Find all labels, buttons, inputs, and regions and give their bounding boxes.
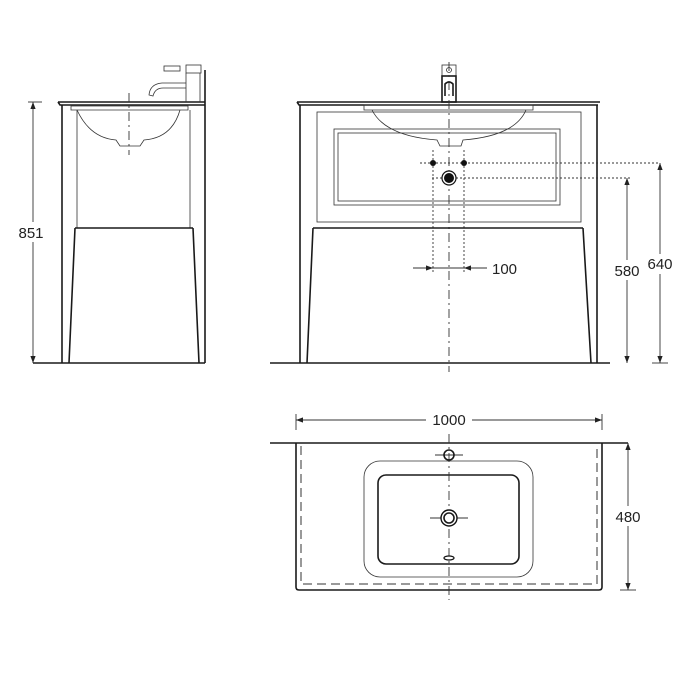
faucet-side bbox=[148, 64, 202, 102]
side-view: 851 bbox=[14, 64, 206, 364]
tap-hole bbox=[443, 449, 455, 461]
dim-height-label: 851 bbox=[18, 225, 43, 242]
supply-hole-right bbox=[461, 160, 467, 166]
overflow bbox=[443, 555, 455, 561]
basin-bowl bbox=[76, 109, 181, 147]
drawer-inset bbox=[333, 128, 561, 206]
plan-basin-inner bbox=[377, 474, 520, 565]
dim-tap-spacing-label: 100 bbox=[492, 261, 517, 278]
plan-cabinet-hidden bbox=[300, 446, 598, 585]
cabinet-outline bbox=[61, 70, 206, 363]
countertop bbox=[57, 101, 205, 106]
dim-depth-label: 480 bbox=[615, 509, 640, 526]
supply-hole-left bbox=[430, 160, 436, 166]
dim-supply-label: 640 bbox=[647, 256, 672, 273]
basin-rim-front bbox=[363, 104, 534, 111]
dim-waste-label: 580 bbox=[614, 263, 639, 280]
cabinet-front-outline bbox=[299, 105, 598, 363]
side-frame bbox=[76, 110, 191, 228]
front-lower-panel bbox=[306, 227, 592, 364]
basin-rim bbox=[70, 105, 189, 111]
side-lower-panel bbox=[68, 227, 200, 364]
drawer-panel bbox=[316, 111, 582, 223]
plan-view: 1000 480 bbox=[270, 410, 644, 600]
basin-bowl-front bbox=[371, 109, 527, 147]
dim-width-label: 1000 bbox=[432, 412, 465, 429]
front-view: 100 580 640 bbox=[270, 62, 675, 372]
plan-basin-outer bbox=[363, 460, 534, 578]
